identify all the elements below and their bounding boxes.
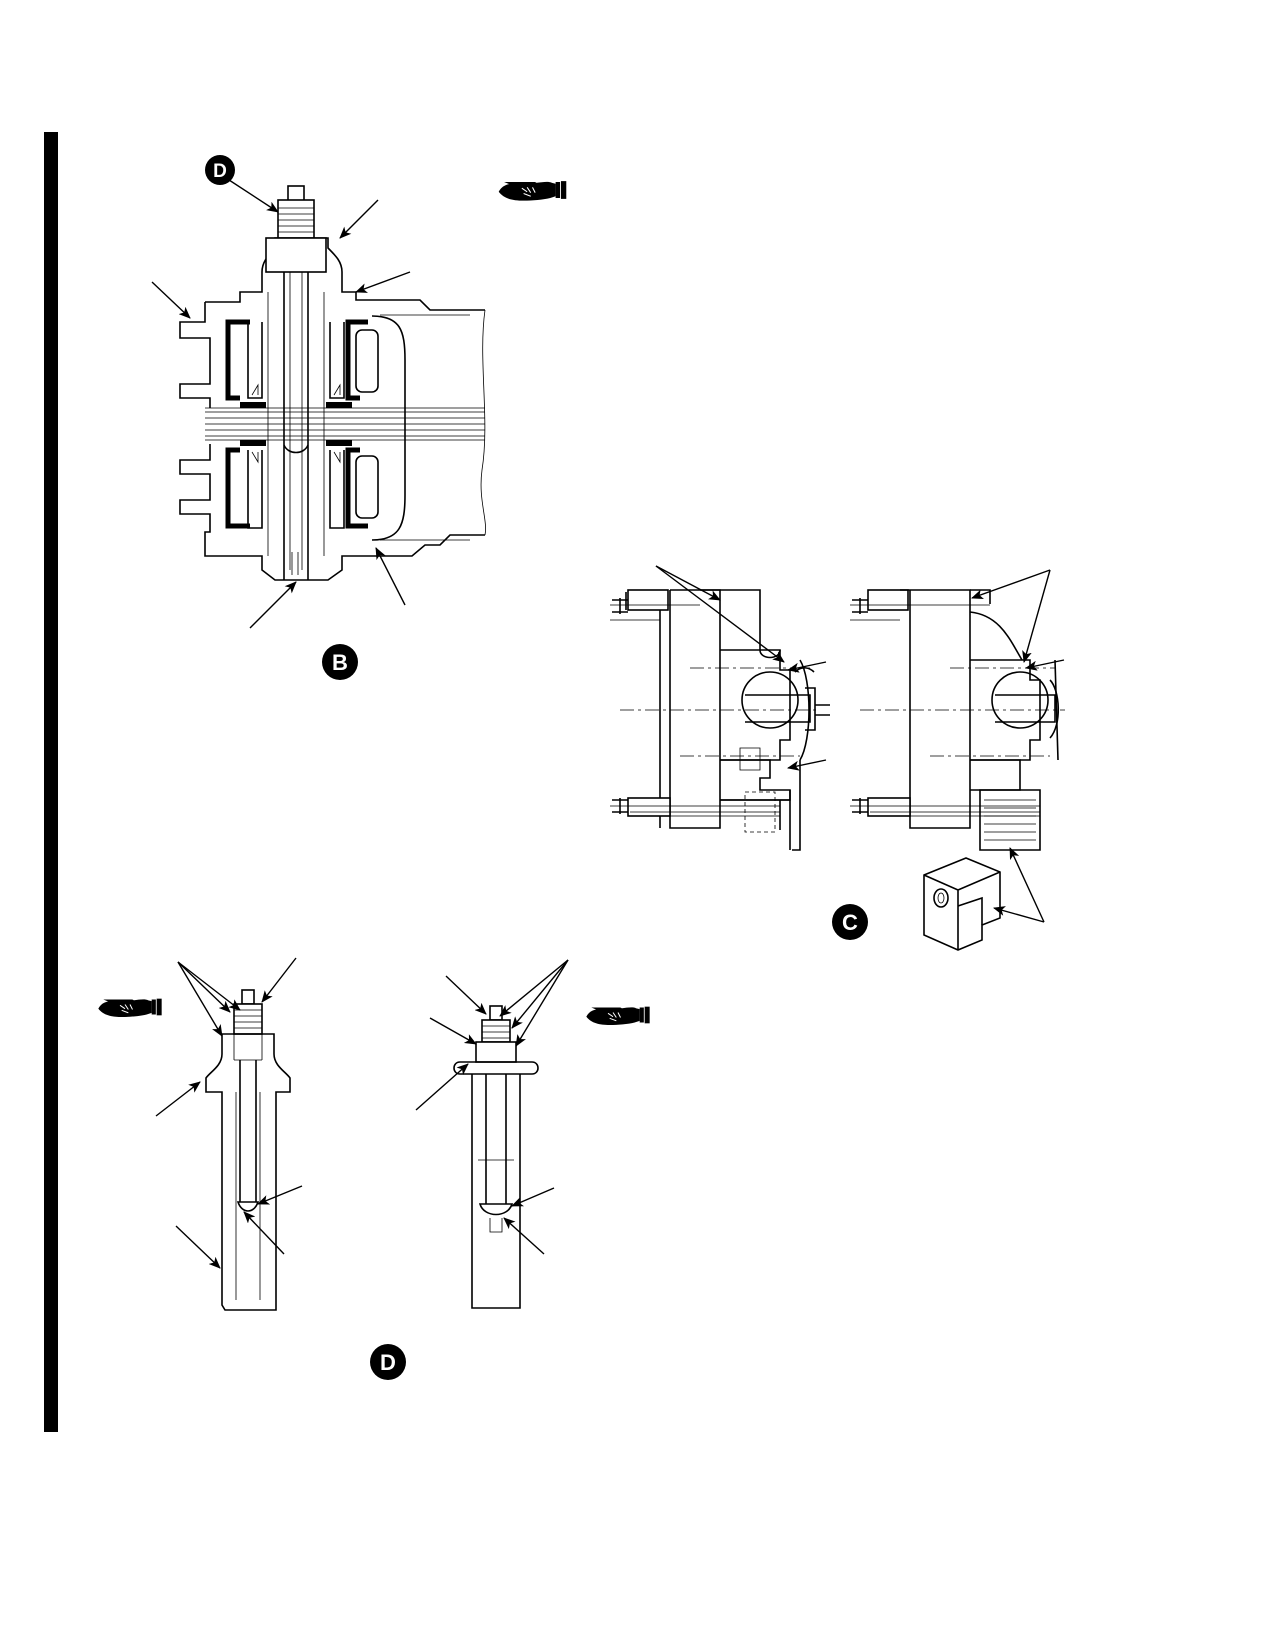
pointing-hand-icon: [498, 180, 567, 202]
figure-c-label: C: [842, 910, 858, 935]
figure-d-left-bolt: [155, 957, 303, 1311]
figure-b-section: [151, 177, 486, 629]
figure-b-badge: B: [322, 644, 358, 680]
figure-d-label: D: [380, 1350, 396, 1375]
figure-d-right-bolt: [415, 959, 569, 1309]
figure-c-right-view: [850, 569, 1065, 851]
figure-c-badge: C: [832, 904, 868, 940]
pointing-hand-icon: [585, 1006, 651, 1026]
pointing-hand-icon: [97, 998, 163, 1018]
figure-c-left-view: [610, 565, 830, 851]
figure-d-badge: D: [370, 1344, 406, 1380]
figure-b-label: B: [332, 650, 348, 675]
figure-c-insert-block: [923, 847, 1045, 951]
detail-d-callout: D: [205, 155, 235, 185]
page-margin-bar: [44, 132, 58, 1432]
detail-d-callout-label: D: [213, 161, 227, 182]
